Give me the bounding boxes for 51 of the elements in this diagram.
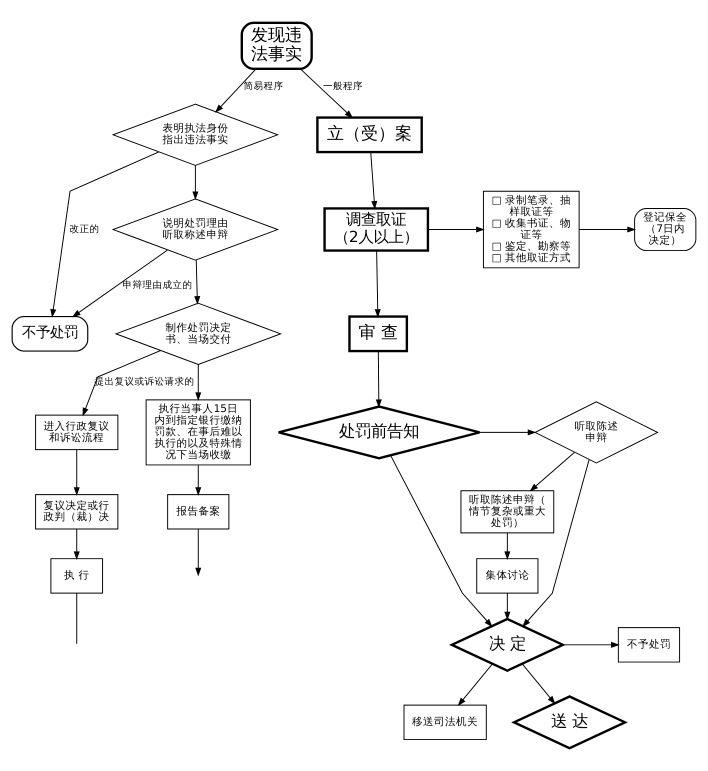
node-box: 听取陈述申辩（情节复杂或重大处罚）	[460, 490, 554, 534]
arrow	[504, 532, 510, 560]
node-box: 审 查	[348, 315, 408, 352]
arrow	[374, 250, 381, 318]
node-box: 复议决定或行政判（裁）决	[35, 494, 118, 530]
node-box: 集体讨论	[476, 558, 538, 594]
arrow	[504, 592, 510, 620]
node-box: 执行当事人15日内到指定银行缴纳罚款、在事后难以执行的以及特殊情况下当场收缴	[146, 399, 251, 466]
arrow	[578, 226, 636, 233]
node-box: □ 录制笔录、抽样取证等 □ 收集书证、物证等 □ 鉴定、勘察等 □ 其他取证方式	[482, 190, 580, 268]
arrow	[195, 364, 202, 401]
arrow	[530, 452, 575, 492]
arrow	[458, 664, 493, 706]
node-box: 发现违法事实	[240, 22, 313, 70]
arrow	[390, 455, 493, 628]
node-box: 不予处罚	[12, 316, 88, 352]
node-box: 登记保全（7日内决定）	[634, 208, 696, 252]
arrow	[74, 528, 80, 560]
arrow	[522, 459, 590, 628]
arrow	[50, 151, 160, 318]
node-box: 立（受）案	[316, 116, 423, 154]
arrow	[428, 226, 485, 233]
arrow	[82, 350, 162, 416]
arrow	[300, 68, 354, 118]
arrow	[195, 528, 202, 576]
edge-label: 一般程序	[322, 80, 363, 92]
arrow	[479, 429, 536, 436]
node-box: 移送司法机关	[404, 704, 487, 740]
node-diamond: 制作处罚决定书、当场交付	[114, 302, 282, 365]
node-box: 报告备案	[167, 494, 230, 530]
edge-label: 改正的	[69, 224, 100, 235]
arrow	[370, 152, 378, 210]
node-box: 调查取证 （2人以上）	[323, 207, 430, 252]
connector	[76, 592, 78, 644]
node-diamond: 说明处罚理由听取称述申辩	[112, 198, 280, 261]
arrow	[72, 250, 168, 318]
node-box: 进入行政复议和诉讼流程	[35, 414, 118, 450]
arrow	[376, 350, 382, 408]
arrow	[562, 642, 620, 648]
arrow	[192, 165, 198, 200]
node-box: 执 行	[50, 558, 104, 594]
arrow	[74, 449, 80, 496]
node-diamond: 处罚前告知	[277, 405, 481, 460]
arrow	[194, 260, 200, 305]
node-diamond: 听取陈述申辩	[534, 401, 659, 464]
arrow	[195, 464, 202, 496]
arrow	[522, 664, 556, 704]
edge-label: 简易程序	[243, 80, 284, 92]
node-box: 不予处罚	[618, 627, 680, 663]
edge-label: 申辩理由成立的	[122, 280, 193, 291]
arrow	[215, 68, 256, 113]
